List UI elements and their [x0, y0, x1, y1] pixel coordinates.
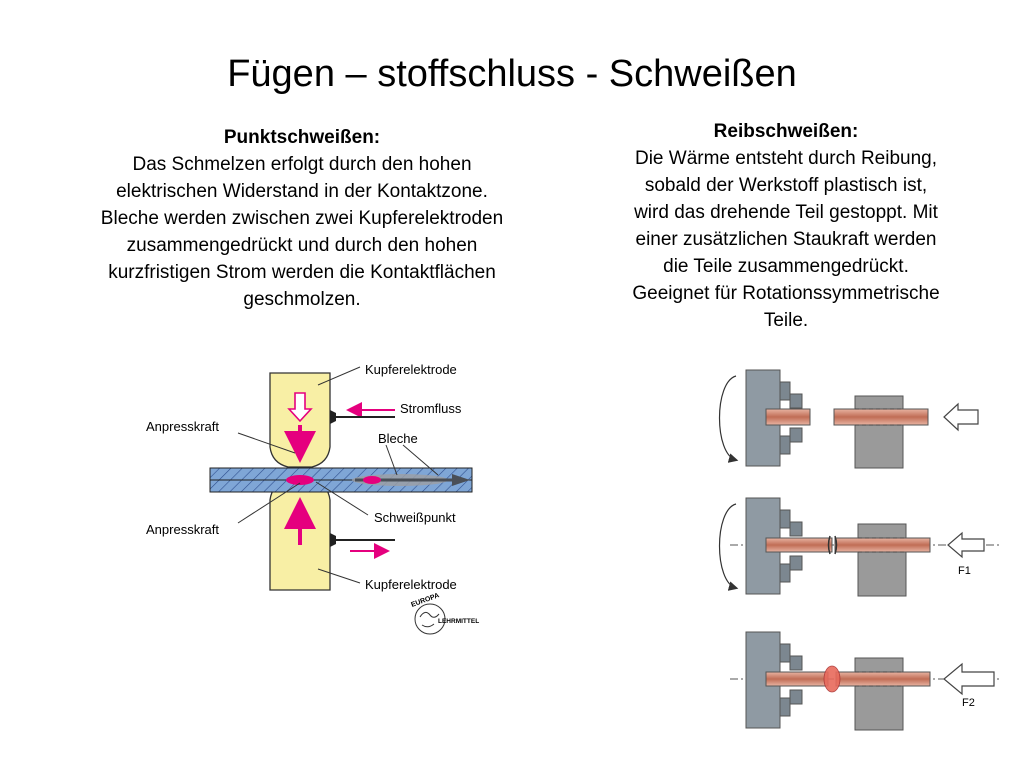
weld-bead [823, 665, 841, 693]
chuck-jaw [779, 509, 791, 529]
label-schweisspunkt: Schweißpunkt [374, 510, 456, 525]
chuck-jaw [779, 697, 791, 717]
chuck-jaw [789, 393, 803, 409]
friction-stage-2: F1 [719, 497, 1000, 597]
logo-text-lehrmittel: LEHRMITTEL [438, 618, 479, 625]
leader-line [317, 568, 361, 584]
friction-zone [827, 535, 838, 555]
logo-text-europa: EUROPA [410, 592, 440, 609]
workpiece-block [857, 523, 907, 597]
chuck-jaw [789, 521, 803, 537]
spot-welding-line: geschmolzen. [243, 289, 361, 310]
spot-welding-line: elektrischen Widerstand in der Kontaktzo… [116, 181, 488, 202]
spot-welding-heading: Punktschweißen: [223, 127, 381, 148]
label-stromfluss: Stromfluss [400, 401, 462, 416]
lens-highlight [363, 476, 381, 484]
workpiece-left [765, 408, 811, 426]
friction-welding-line: Geeignet für Rotationssymmetrische [632, 283, 940, 304]
chuck-jaw [789, 655, 803, 671]
top-wire-connector [330, 410, 336, 424]
spot-welding-line: zusammengedrückt und durch den hohen [126, 235, 478, 256]
bottom-wire-connector [330, 533, 336, 547]
label-f1: F1 [958, 565, 971, 577]
workpiece-block [854, 395, 904, 469]
friction-welding-line: Die Wärme entsteht durch Reibung, [634, 148, 938, 169]
label-kupferelektrode-top: Kupferelektrode [365, 362, 457, 377]
spot-welding-line: kurzfristigen Strom werden die Kontaktfl… [108, 262, 496, 283]
feed-arrow-outline [943, 402, 979, 432]
friction-welding-line: sobald der Werkstoff plastisch ist, [644, 175, 928, 196]
friction-welding-heading: Reibschweißen: [713, 121, 859, 142]
spot-welding-line: Bleche werden zwischen zwei Kupferelektr… [100, 208, 504, 229]
label-anpresskraft-top: Anpresskraft [146, 419, 219, 434]
spot-welding-text: Punktschweißen: Das Schmelzen erfolgt du… [52, 124, 552, 313]
europa-lehrmittel-logo: EUROPA LEHRMITTEL [410, 592, 479, 635]
chuck-jaw [779, 643, 791, 663]
lens-arrowhead [452, 474, 470, 486]
workpiece-right [835, 671, 931, 687]
label-f2: F2 [962, 697, 975, 709]
upset-arrow-outline [943, 662, 995, 696]
leader-line [402, 444, 439, 476]
friction-welding-line: die Teile zusammengedrückt. [663, 256, 909, 277]
weld-nugget [286, 475, 314, 485]
label-anpresskraft-bottom: Anpresskraft [146, 522, 219, 537]
chuck-jaw [779, 563, 791, 583]
label-kupferelektrode-bottom: Kupferelektrode [365, 577, 457, 592]
workpiece-right [833, 408, 929, 426]
leader-line [385, 444, 398, 476]
friction-stage-1 [719, 369, 979, 469]
friction-welding-line: einer zusätzlichen Staukraft werden [635, 229, 937, 250]
spot-welding-diagram: Kupferelektrode Stromfluss Anpresskraft … [146, 362, 479, 635]
friction-welding-text: Reibschweißen: Die Wärme entsteht durch … [588, 118, 984, 334]
force-arrow-top-outline [287, 392, 313, 423]
chuck-jaw [779, 381, 791, 401]
leader-line [237, 482, 301, 524]
chuck-jaw [789, 555, 803, 571]
rotation-arrow [719, 375, 739, 463]
leader-line [317, 366, 361, 386]
chuck-jaw [789, 689, 803, 705]
chuck-jaw [779, 435, 791, 455]
chuck-jaw [789, 427, 803, 443]
workpiece-left [765, 537, 833, 553]
spot-welding-line: Das Schmelzen erfolgt durch den hohen [132, 154, 472, 175]
rotation-arrow [719, 503, 739, 591]
leader-line [315, 481, 369, 516]
slide-title: Fügen – stoffschluss - Schweißen [227, 53, 797, 95]
friction-welding-line: wird das drehende Teil gestoppt. Mit [634, 202, 938, 223]
friction-welding-diagram: F1 F2 [719, 369, 1000, 731]
friction-stage-3: F2 [730, 631, 1000, 731]
feed-arrow-outline [947, 531, 985, 559]
friction-welding-line: Teile. [763, 310, 809, 331]
workpiece-left [765, 671, 829, 687]
leader-line [237, 432, 296, 454]
workpiece-right [834, 537, 931, 553]
workpiece-block [854, 657, 904, 731]
label-bleche: Bleche [378, 431, 418, 446]
